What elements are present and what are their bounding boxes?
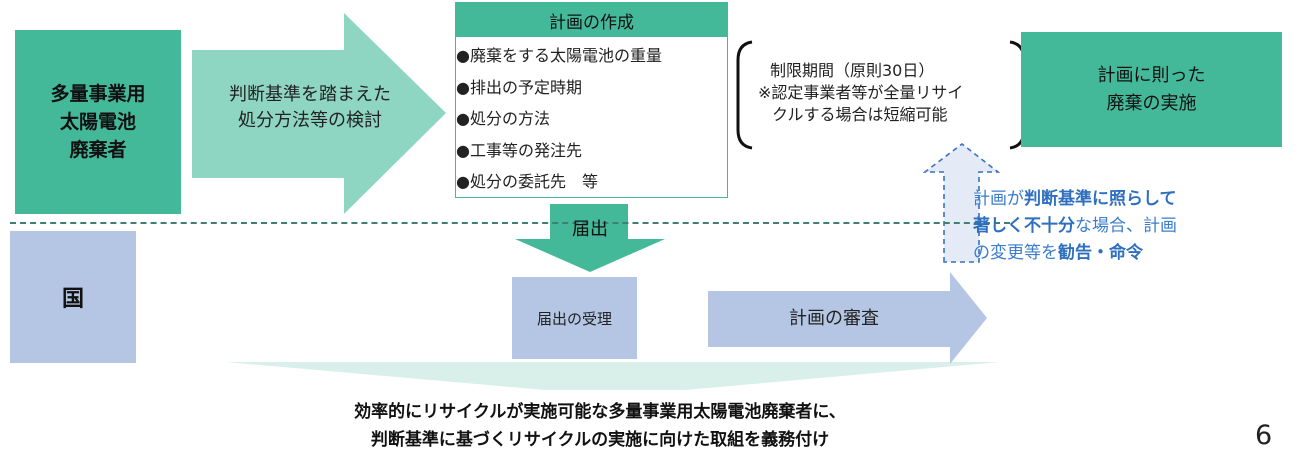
- conclusion-line: 効率的にリサイクルが実施可能な多量事業用太陽電池廃棄者に、: [354, 402, 846, 422]
- plan-creation-box: 計画の作成 ●廃棄をする太陽電池の重量 ●排出の予定時期 ●処分の方法 ●工事等…: [455, 2, 728, 198]
- advice-segment: の変更等を: [973, 243, 1058, 263]
- receipt-box: 届出の受理: [512, 277, 637, 359]
- implementation-line: 廃棄の実施: [1106, 92, 1197, 114]
- restriction-period-text: 制限期間（原則30日） ※認定事業者等が全量リサイ クルする場合は短縮可能: [758, 60, 1048, 126]
- plan-items-list: ●廃棄をする太陽電池の重量 ●排出の予定時期 ●処分の方法 ●工事等の発注先 ●…: [456, 40, 662, 198]
- restriction-line: ※認定事業者等が全量リサイ: [758, 83, 964, 102]
- notification-arrow-shape: [515, 204, 665, 272]
- conclusion-arrow-shape: [225, 362, 1000, 390]
- plan-item: ●工事等の発注先: [456, 140, 582, 160]
- restriction-line: クルする場合は短縮可能: [772, 105, 948, 124]
- plan-item: ●廃棄をする太陽電池の重量: [456, 46, 662, 65]
- plan-item: ●処分の方法: [456, 109, 550, 128]
- actor-business-line: 太陽電池: [59, 111, 136, 133]
- examination-label: 計画の審査: [789, 308, 879, 329]
- actor-nation-label: 国: [61, 287, 84, 312]
- conclusion-line: 判断基準に基づくリサイクルの実施に向けた取組を義務付け: [370, 430, 830, 450]
- implementation-box: 計画に則った 廃棄の実施: [1021, 32, 1282, 147]
- advice-segment-bold: 著しく不十分: [973, 216, 1075, 236]
- actor-business-line: 多量事業用: [50, 83, 146, 105]
- actor-nation-box: 国: [10, 231, 136, 363]
- notification-label: 届出: [572, 219, 608, 240]
- page-number: 6: [1255, 420, 1273, 451]
- actor-divider-line: [10, 222, 1010, 224]
- restriction-line: 制限期間（原則30日）: [770, 61, 935, 80]
- advice-up-arrow-shape: [922, 142, 1001, 263]
- examination-arrow-shape: [708, 272, 987, 364]
- advice-text: 計画が判断基準に照らして 著しく不十分な場合、計画 の変更等を勧告・命令: [973, 186, 1293, 267]
- left-bracket: [736, 40, 753, 150]
- advice-segment: な場合、計画: [1075, 216, 1177, 236]
- receipt-label: 届出の受理: [536, 309, 612, 328]
- advice-segment: 計画が: [973, 189, 1024, 209]
- review-line: 判断基準を踏まえた: [229, 84, 391, 105]
- plan-creation-title: 計画の作成: [456, 3, 727, 37]
- advice-segment-bold: 判断基準に照らして: [1024, 189, 1177, 209]
- advice-segment-bold: 勧告・命令: [1058, 243, 1143, 263]
- review-line: 処分方法等の検討: [238, 110, 382, 131]
- conclusion-text: 効率的にリサイクルが実施可能な多量事業用太陽電池廃棄者に、 判断基準に基づくリサ…: [150, 398, 1050, 454]
- actor-business-box: 多量事業用 太陽電池 廃棄者: [15, 30, 181, 214]
- plan-item: ●処分の委託先 等: [456, 172, 598, 191]
- implementation-line: 計画に則った: [1097, 64, 1206, 86]
- actor-business-line: 廃棄者: [69, 139, 127, 161]
- review-arrow-shape: [192, 13, 446, 214]
- review-step-text: 判断基準を踏まえた 処分方法等の検討: [190, 82, 430, 134]
- plan-item: ●排出の予定時期: [456, 77, 582, 97]
